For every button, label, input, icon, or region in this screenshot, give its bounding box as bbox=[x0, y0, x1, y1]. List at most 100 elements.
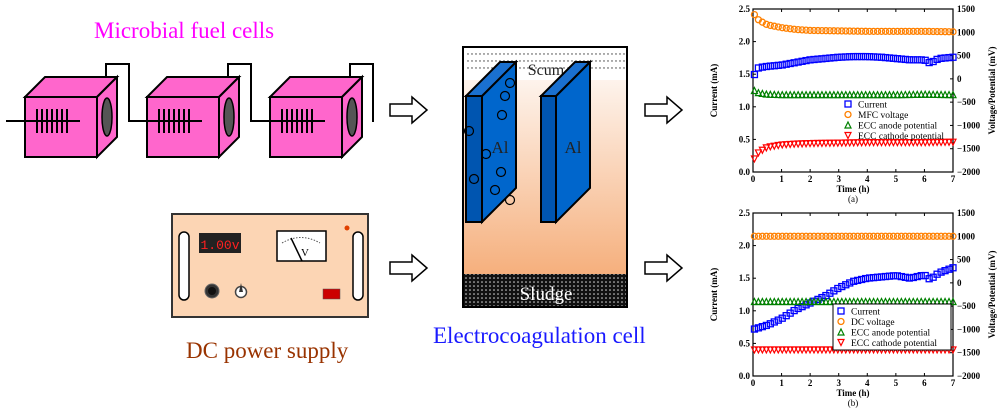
data-point bbox=[774, 23, 782, 31]
data-point bbox=[905, 274, 913, 282]
y2-tick-label: −500 bbox=[957, 97, 976, 107]
data-point bbox=[913, 232, 921, 240]
y2-tick-label: −1500 bbox=[957, 144, 981, 154]
data-point bbox=[853, 139, 862, 148]
data-point bbox=[825, 346, 834, 355]
data-point bbox=[758, 232, 767, 240]
data-point bbox=[877, 139, 886, 148]
handle-right[interactable] bbox=[352, 231, 364, 301]
data-point bbox=[901, 90, 910, 99]
data-point bbox=[766, 320, 774, 328]
electrocoagulation-cell: Scum Sludge Al Al bbox=[462, 46, 628, 308]
data-point bbox=[845, 139, 854, 148]
data-point bbox=[750, 346, 759, 355]
data-point bbox=[802, 346, 811, 355]
series-current bbox=[750, 52, 957, 79]
sludge-layer bbox=[464, 274, 626, 306]
data-point bbox=[762, 346, 771, 355]
data-point bbox=[889, 139, 898, 148]
data-point bbox=[825, 90, 834, 99]
data-point bbox=[802, 297, 811, 306]
data-point bbox=[913, 139, 922, 148]
data-point bbox=[885, 232, 894, 240]
data-point bbox=[881, 139, 890, 148]
data-point bbox=[766, 62, 774, 70]
data-point bbox=[854, 27, 862, 35]
data-point bbox=[817, 346, 826, 355]
electrode-label-right: Al bbox=[565, 138, 582, 157]
data-point bbox=[921, 232, 929, 240]
data-point bbox=[913, 90, 922, 98]
x-tick-label: 4 bbox=[865, 174, 870, 184]
data-point bbox=[806, 139, 814, 148]
data-point bbox=[770, 142, 779, 151]
data-point bbox=[758, 18, 767, 26]
data-point bbox=[818, 55, 826, 63]
data-point bbox=[798, 90, 807, 99]
data-point bbox=[786, 232, 794, 240]
data-point bbox=[754, 346, 763, 355]
arrow-right-icon bbox=[644, 95, 684, 125]
x-tick-label: 5 bbox=[894, 174, 899, 184]
y2-tick-label: −2000 bbox=[957, 371, 981, 381]
data-point bbox=[917, 272, 925, 280]
data-point bbox=[758, 146, 767, 155]
data-point bbox=[750, 10, 759, 19]
data-point bbox=[901, 232, 909, 240]
data-point bbox=[873, 53, 882, 61]
data-point bbox=[794, 90, 803, 99]
data-point bbox=[826, 54, 834, 62]
data-point bbox=[822, 27, 830, 35]
data-point bbox=[881, 272, 890, 281]
power-button[interactable] bbox=[322, 288, 341, 300]
electrode-label-left: Al bbox=[492, 138, 509, 157]
data-point bbox=[810, 232, 818, 240]
y-tick-label: 2.0 bbox=[739, 37, 751, 47]
bubble-icon bbox=[495, 166, 507, 178]
data-point bbox=[814, 346, 822, 355]
display-readout: 1.00v bbox=[200, 238, 239, 253]
data-point bbox=[750, 325, 759, 333]
series-current bbox=[750, 264, 957, 333]
data-point bbox=[794, 232, 802, 240]
x-tick-label: 6 bbox=[922, 378, 927, 388]
data-point bbox=[790, 297, 799, 306]
data-point bbox=[754, 232, 763, 240]
chart-caption: (a) bbox=[848, 194, 858, 204]
x-tick-label: 4 bbox=[865, 378, 870, 388]
data-point bbox=[949, 232, 957, 240]
mfc-title: Microbial fuel cells bbox=[94, 18, 275, 43]
dc-power-supply: 1.00v V bbox=[171, 213, 369, 318]
data-point bbox=[877, 90, 886, 99]
data-point bbox=[774, 141, 783, 150]
handle-left[interactable] bbox=[178, 231, 190, 301]
data-point bbox=[842, 27, 850, 35]
data-point bbox=[893, 27, 902, 36]
data-point bbox=[806, 299, 814, 307]
y-tick-label: 0.0 bbox=[739, 167, 751, 177]
mfc-cell bbox=[142, 74, 242, 160]
data-point bbox=[821, 90, 830, 99]
data-point bbox=[786, 59, 794, 68]
data-point bbox=[865, 90, 874, 99]
data-point bbox=[750, 297, 759, 306]
data-point bbox=[917, 27, 925, 36]
data-point bbox=[881, 27, 890, 36]
data-point bbox=[893, 139, 902, 148]
data-point bbox=[829, 90, 838, 99]
data-point bbox=[842, 53, 850, 61]
y2-tick-label: 1500 bbox=[957, 4, 976, 14]
data-point bbox=[885, 139, 894, 148]
y-tick-label: 0.5 bbox=[739, 338, 751, 348]
data-point bbox=[766, 143, 775, 152]
data-point bbox=[844, 100, 852, 108]
data-point bbox=[806, 90, 814, 99]
data-point bbox=[790, 25, 798, 33]
data-point bbox=[861, 27, 870, 35]
data-point bbox=[850, 52, 858, 61]
mfc-cell bbox=[265, 74, 365, 160]
data-point bbox=[838, 282, 846, 291]
x-tick-label: 2 bbox=[808, 174, 813, 184]
dc-power-supply-title: DC power supply bbox=[186, 338, 349, 363]
data-point bbox=[810, 90, 818, 99]
